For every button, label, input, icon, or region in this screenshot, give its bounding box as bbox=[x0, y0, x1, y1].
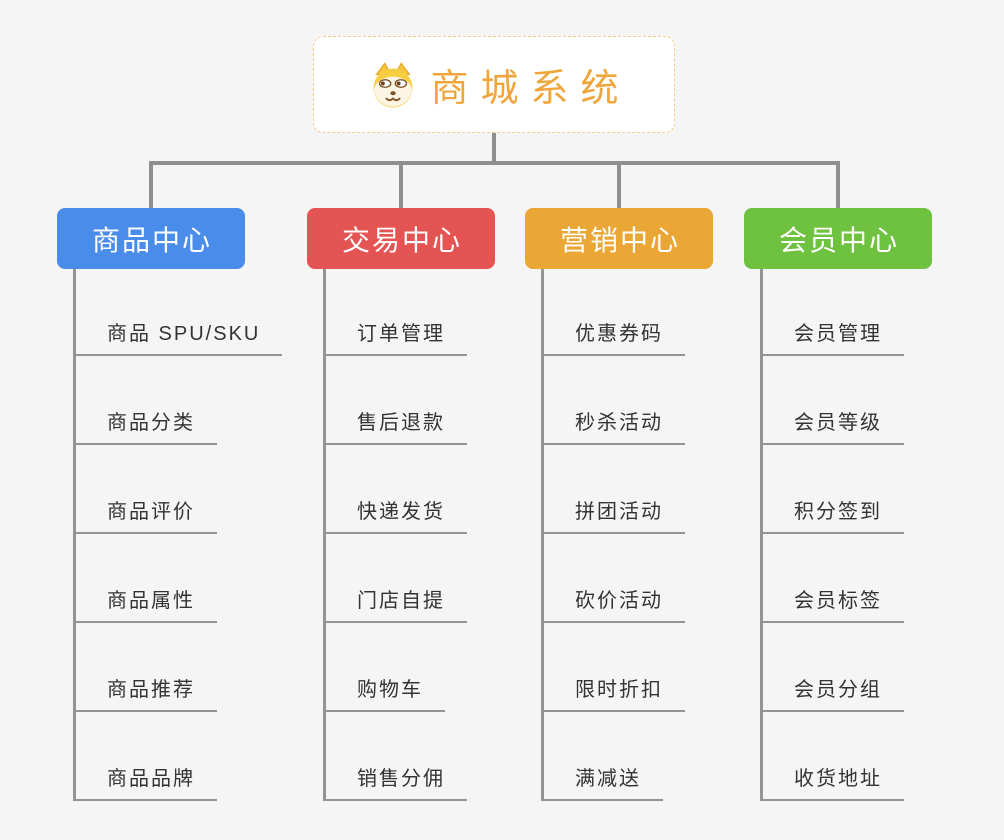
branch-item[interactable]: 会员分组 bbox=[760, 676, 904, 712]
branch-item[interactable]: 订单管理 bbox=[323, 320, 467, 356]
branch-item[interactable]: 会员等级 bbox=[760, 409, 904, 445]
branch-label: 商品中心 bbox=[91, 224, 212, 256]
branch-item[interactable]: 砍价活动 bbox=[541, 587, 685, 623]
branch-header[interactable]: 商品中心 bbox=[57, 208, 245, 269]
branch-item[interactable]: 商品属性 bbox=[73, 587, 217, 623]
branch-item[interactable]: 秒杀活动 bbox=[541, 409, 685, 445]
branch-header[interactable]: 营销中心 bbox=[525, 208, 713, 269]
branch-item[interactable]: 限时折扣 bbox=[541, 676, 685, 712]
branch-item[interactable]: 销售分佣 bbox=[323, 765, 467, 801]
branch-1: 商品中心 商品 SPU/SKU 商品分类商品评价商品属性商品推荐商品品牌 bbox=[57, 208, 283, 808]
riser-line bbox=[836, 161, 840, 208]
bus-line bbox=[149, 161, 840, 165]
root-node[interactable]: 商城系统 bbox=[313, 36, 675, 133]
branch-item[interactable]: 商品品牌 bbox=[73, 765, 217, 801]
branch-item[interactable]: 拼团活动 bbox=[541, 498, 685, 534]
branch-item[interactable]: 购物车 bbox=[323, 676, 445, 712]
branch-3: 营销中心 优惠券码秒杀活动拼团活动砍价活动限时折扣满减送 bbox=[525, 208, 713, 808]
branch-label: 会员中心 bbox=[778, 224, 899, 256]
riser-line bbox=[617, 161, 621, 208]
riser-line bbox=[149, 161, 153, 208]
branch-item[interactable]: 商品推荐 bbox=[73, 676, 217, 712]
root-title: 商城系统 bbox=[430, 68, 631, 110]
branch-item[interactable]: 优惠券码 bbox=[541, 320, 685, 356]
branch-trunk-line bbox=[73, 269, 76, 801]
branch-item[interactable]: 满减送 bbox=[541, 765, 663, 801]
branch-item[interactable]: 会员管理 bbox=[760, 320, 904, 356]
branch-header[interactable]: 会员中心 bbox=[744, 208, 932, 269]
branch-header[interactable]: 交易中心 bbox=[307, 208, 495, 269]
branch-label: 交易中心 bbox=[341, 224, 462, 256]
branch-item[interactable]: 积分签到 bbox=[760, 498, 904, 534]
branch-trunk-line bbox=[760, 269, 763, 801]
branch-2: 交易中心 订单管理售后退款快递发货门店自提购物车销售分佣 bbox=[307, 208, 495, 808]
branch-item[interactable]: 售后退款 bbox=[323, 409, 467, 445]
branch-item[interactable]: 门店自提 bbox=[323, 587, 467, 623]
branch-item[interactable]: 商品评价 bbox=[73, 498, 217, 534]
branch-item[interactable]: 商品分类 bbox=[73, 409, 217, 445]
branch-item[interactable]: 商品 SPU/SKU bbox=[73, 320, 283, 356]
branch-4: 会员中心 会员管理会员等级积分签到会员标签会员分组收货地址 bbox=[744, 208, 932, 808]
branch-item[interactable]: 快递发货 bbox=[323, 498, 467, 534]
doge-icon bbox=[369, 61, 417, 109]
branch-item[interactable]: 收货地址 bbox=[760, 765, 904, 801]
root-stub-line bbox=[492, 133, 496, 165]
branch-trunk-line bbox=[323, 269, 326, 801]
branch-item[interactable]: 会员标签 bbox=[760, 587, 904, 623]
riser-line bbox=[399, 161, 403, 208]
branch-trunk-line bbox=[541, 269, 544, 801]
branch-label: 营销中心 bbox=[559, 224, 680, 256]
